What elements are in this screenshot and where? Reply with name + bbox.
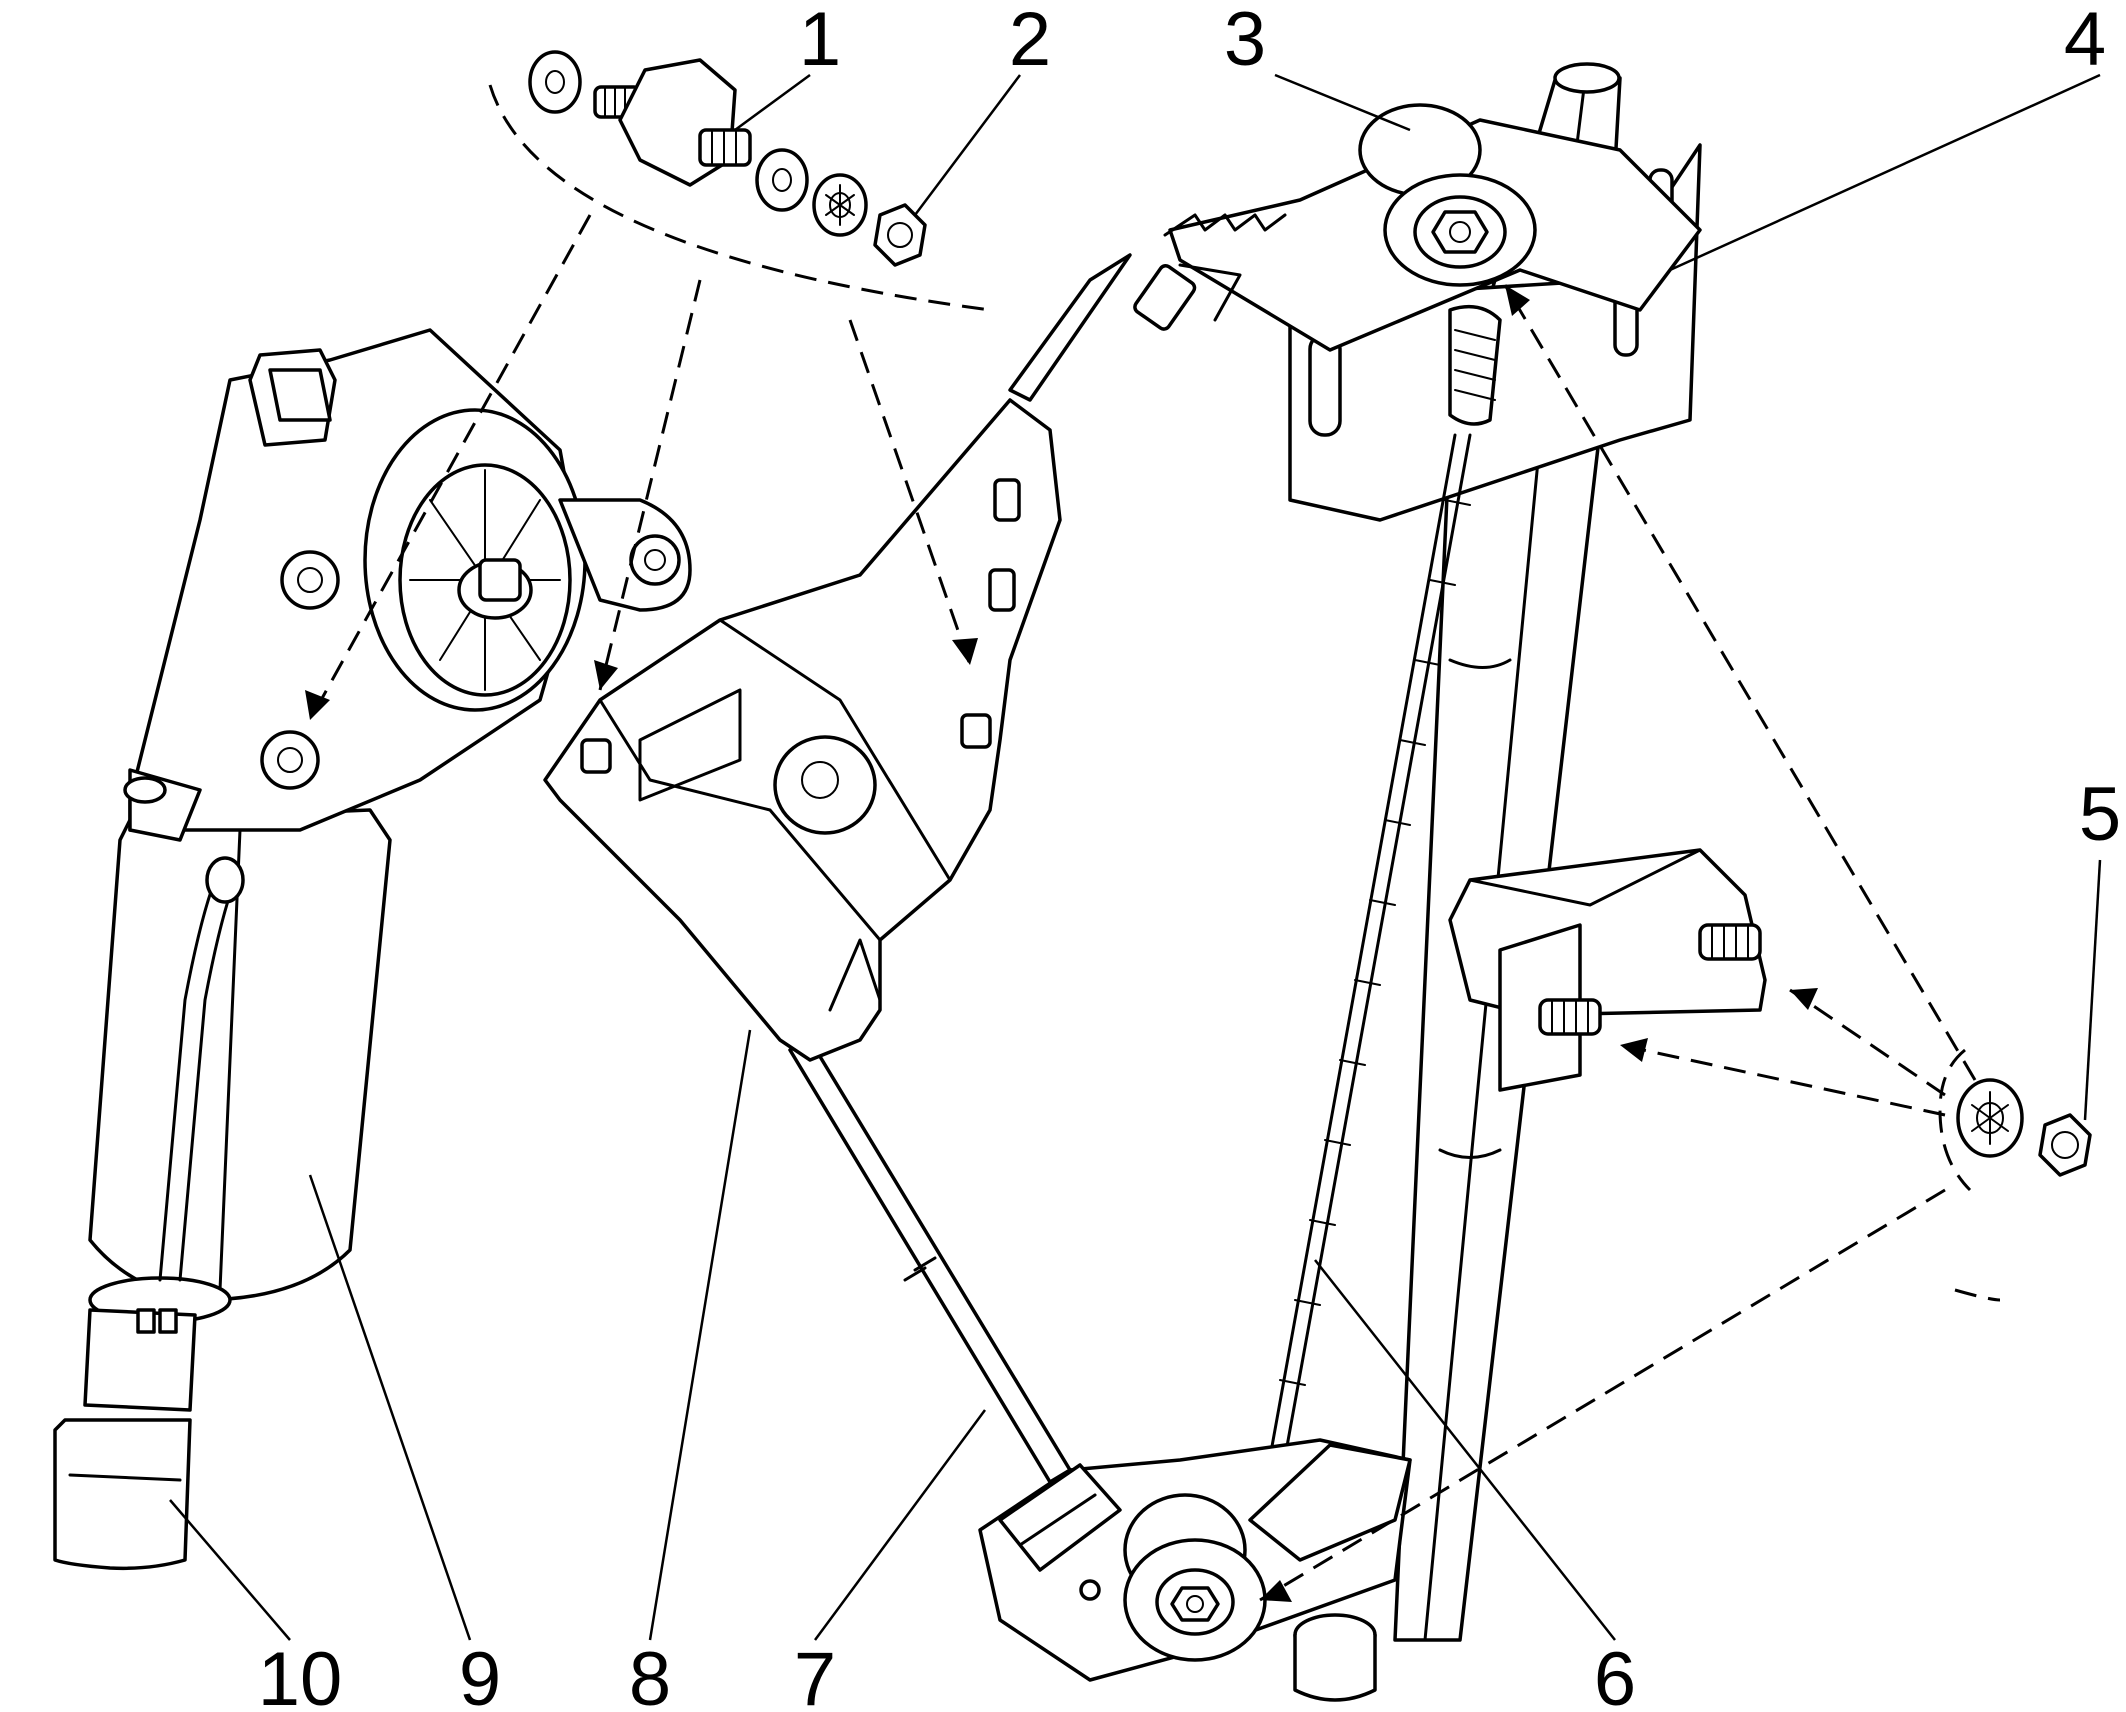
- window-motor: [88, 328, 692, 1324]
- lower-pulley-assembly: [978, 1438, 1412, 1682]
- callout-2: 2: [1009, 0, 1051, 82]
- motor-connector: [53, 1308, 197, 1571]
- washer: [755, 148, 809, 212]
- callout-8: 8: [629, 1637, 671, 1712]
- regulator-cable: [1263, 433, 1472, 1487]
- bracket-stud: [1698, 923, 1762, 961]
- mounting-stud-with-isolator: [593, 58, 752, 187]
- gear-housing: [543, 398, 1062, 1062]
- callout-numbers: 1 2 3 4 5 6 7 8 9 10: [258, 0, 2121, 1712]
- hex-nut: [873, 203, 927, 267]
- callout-3: 3: [1224, 0, 1266, 82]
- callout-5: 5: [2079, 772, 2121, 857]
- mounting-bracket: [1448, 848, 1767, 1092]
- callout-10: 10: [258, 1637, 343, 1712]
- washer: [528, 50, 582, 114]
- lock-washer: [1956, 1078, 2024, 1158]
- bracket-stud: [1538, 998, 1602, 1036]
- hex-nut: [2038, 1113, 2092, 1177]
- callout-4: 4: [2064, 0, 2106, 82]
- upper-pulley-bracket: [1163, 103, 1702, 522]
- callout-6: 6: [1594, 1637, 1636, 1712]
- motor-fasteners: [488, 50, 991, 312]
- callout-7: 7: [794, 1637, 836, 1712]
- leader-lines: [169, 73, 2102, 1641]
- regulator-fasteners: [1938, 1048, 2092, 1302]
- callout-9: 9: [459, 1637, 501, 1712]
- assembly-lines: [305, 214, 1977, 1602]
- lock-washer: [812, 173, 868, 237]
- callout-1: 1: [799, 0, 841, 82]
